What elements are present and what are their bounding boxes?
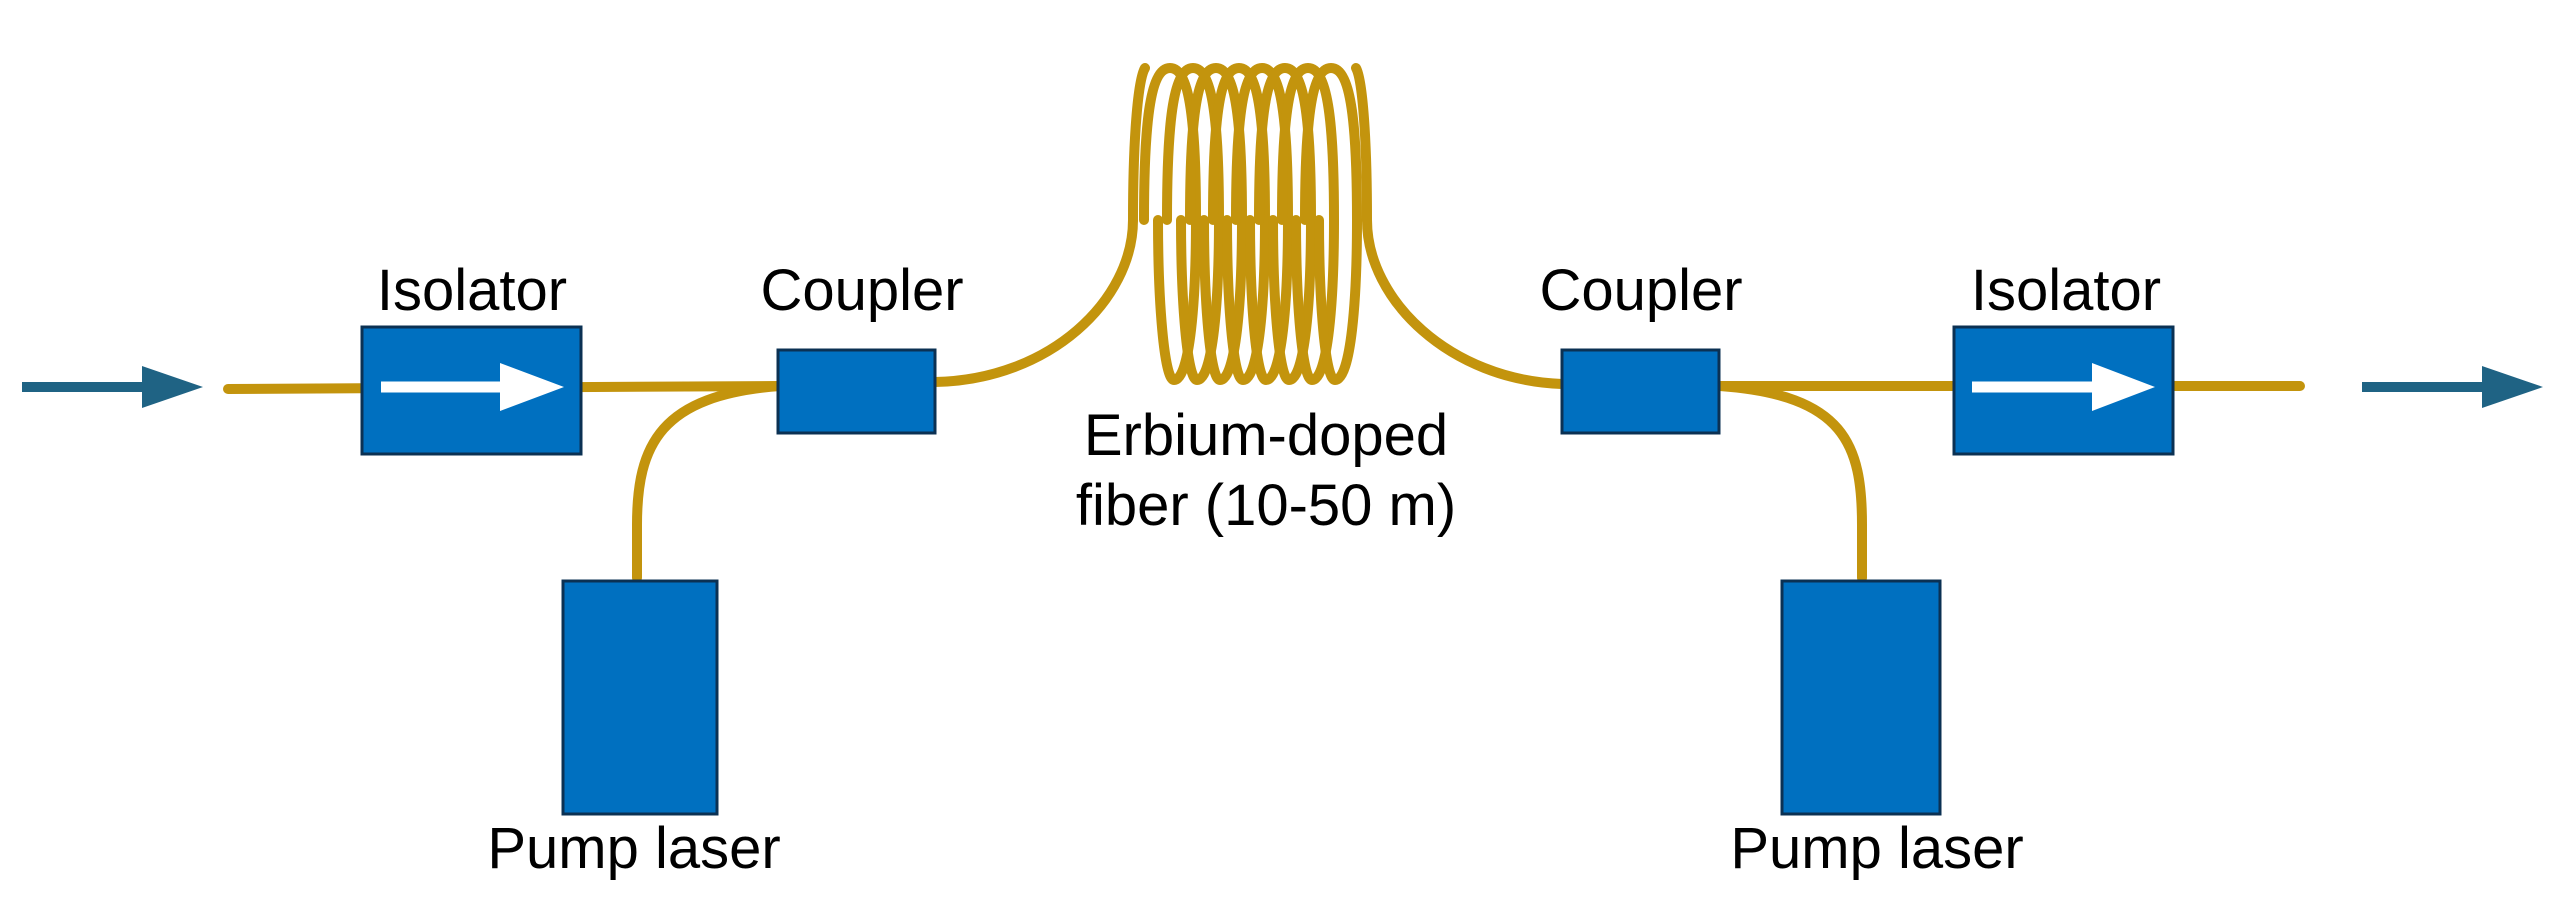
pump-laser-left-label: Pump laser	[487, 816, 780, 881]
fiber-pump-right	[1715, 381, 1867, 583]
coupler-right	[1560, 348, 1721, 435]
fiber-pump-left	[632, 381, 785, 583]
pump-laser-left	[561, 579, 719, 816]
coil-end-leg	[1128, 63, 1150, 225]
coupler-left-label: Coupler	[760, 258, 963, 323]
fiber-coil-to-coupler-right	[1362, 215, 1567, 389]
coil-end-leg	[1351, 63, 1372, 225]
fiber-label-line1: Erbium-doped	[1084, 403, 1448, 468]
coil-loop	[1277, 62, 1340, 386]
isolator-left-label: Isolator	[377, 258, 567, 323]
pump-laser-right	[1780, 579, 1942, 816]
fiber-label-line2: fiber (10-50 m)	[1076, 473, 1456, 538]
isolator-right-arrow-icon	[1972, 363, 2155, 411]
coil-loop	[1231, 62, 1294, 386]
coupler-right-label: Coupler	[1539, 258, 1742, 323]
coil-loop	[1162, 62, 1225, 386]
coupler-left	[776, 348, 937, 435]
coil-loop	[1139, 62, 1202, 386]
output-arrow-icon	[2362, 366, 2543, 408]
fiber-coupler-to-coil-left	[930, 215, 1138, 387]
coil-loop	[1254, 62, 1317, 386]
coil-loop	[1208, 62, 1271, 386]
fiber-coil-icon	[1128, 62, 1372, 386]
coil-loop	[1185, 62, 1248, 386]
isolator-left-arrow-icon	[381, 363, 564, 411]
coil-loop	[1300, 62, 1363, 386]
isolator-right	[1952, 325, 2175, 456]
input-arrow-icon	[22, 366, 203, 408]
pump-laser-right-label: Pump laser	[1730, 816, 2023, 881]
isolator-left	[360, 325, 583, 456]
isolator-right-label: Isolator	[1971, 258, 2161, 323]
